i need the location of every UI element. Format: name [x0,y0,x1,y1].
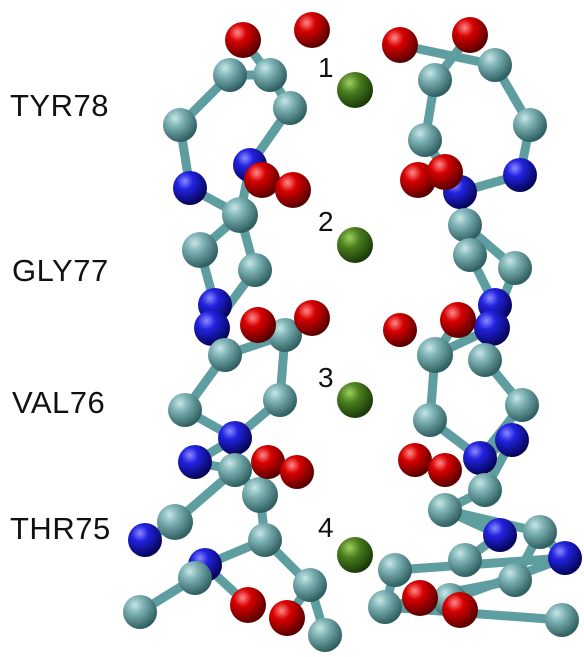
site-label-4: 4 [318,512,334,543]
oxygen-atom-31 [240,307,276,343]
nitrogen-atom-56 [483,518,517,552]
oxygen-atom-65 [382,27,418,63]
residue-label-tyr78: TYR78 [10,88,109,123]
carbon-atom-38 [418,63,452,97]
carbon-atom-19 [157,504,193,540]
atom-layer [123,12,582,652]
potassium-ion-78 [337,537,373,573]
potassium-ion-76 [337,227,373,263]
oxygen-atom-73 [402,580,438,616]
carbon-atom-12 [268,318,302,352]
nitrogen-atom-20 [128,523,162,557]
site-label-2: 2 [318,206,334,237]
site-label-3: 3 [318,362,334,393]
carbon-atom-43 [448,208,482,242]
carbon-atom-40 [513,108,547,142]
carbon-atom-44 [453,238,487,272]
carbon-atom-26 [308,618,342,652]
nitrogen-atom-47 [474,310,510,346]
carbon-atom-62 [498,563,532,597]
residue-label-gly77: GLY77 [12,253,109,288]
carbon-atom-49 [468,343,502,377]
carbon-atom-60 [378,553,412,587]
carbon-atom-37 [478,48,512,82]
carbon-atom-17 [218,453,252,487]
carbon-atom-11 [208,338,242,372]
residue-label-val76: VAL76 [12,385,106,420]
potassium-ion-77 [337,382,373,418]
carbon-atom-61 [368,590,402,624]
nitrogen-atom-41 [503,158,537,192]
nitrogen-atom-59 [548,541,582,575]
oxygen-atom-32 [294,300,330,336]
nitrogen-atom-10 [194,310,230,346]
carbon-atom-24 [123,595,157,629]
carbon-atom-6 [222,197,258,233]
carbon-atom-64 [545,603,579,637]
carbon-atom-48 [417,337,453,373]
carbon-atom-18 [242,477,278,513]
oxygen-atom-35 [230,587,266,623]
oxygen-atom-74 [442,592,478,628]
carbon-atom-3 [273,91,307,125]
nitrogen-atom-53 [495,423,529,457]
oxygen-atom-28 [294,12,330,48]
carbon-atom-45 [498,251,532,285]
carbon-atom-1 [163,108,197,142]
oxygen-atom-72 [428,453,462,487]
oxygen-atom-33 [251,445,285,479]
oxygen-atom-34 [280,455,314,489]
oxygen-atom-36 [269,600,305,636]
potassium-ion-75 [337,72,373,108]
nitrogen-atom-52 [463,441,497,475]
carbon-atom-0 [213,58,247,92]
carbon-atom-7 [182,232,218,268]
carbon-atom-55 [428,493,462,527]
oxygen-atom-69 [383,313,417,347]
oxygen-atom-30 [275,172,311,208]
carbon-atom-54 [468,473,502,507]
nitrogen-atom-4 [173,171,207,205]
oxygen-atom-27 [225,22,261,58]
carbon-atom-50 [413,403,447,437]
carbon-atom-13 [168,393,202,427]
carbon-atom-2 [253,58,287,92]
oxygen-atom-66 [452,17,488,53]
residue-label-thr75: THR75 [10,511,111,546]
carbon-atom-25 [293,568,327,602]
carbon-atom-39 [408,123,442,157]
oxygen-atom-68 [427,154,463,190]
oxygen-atom-29 [244,162,280,198]
carbon-atom-23 [178,561,212,595]
carbon-atom-21 [248,523,282,557]
carbon-atom-51 [505,388,539,422]
oxygen-atom-67 [400,162,436,198]
carbon-atom-58 [448,543,482,577]
carbon-atom-57 [523,515,557,549]
carbon-atom-14 [263,383,297,417]
nitrogen-atom-15 [218,421,252,455]
oxygen-atom-70 [440,302,476,338]
site-label-1: 1 [318,52,334,83]
oxygen-atom-71 [398,443,432,477]
nitrogen-atom-16 [178,445,212,479]
carbon-atom-8 [238,253,272,287]
